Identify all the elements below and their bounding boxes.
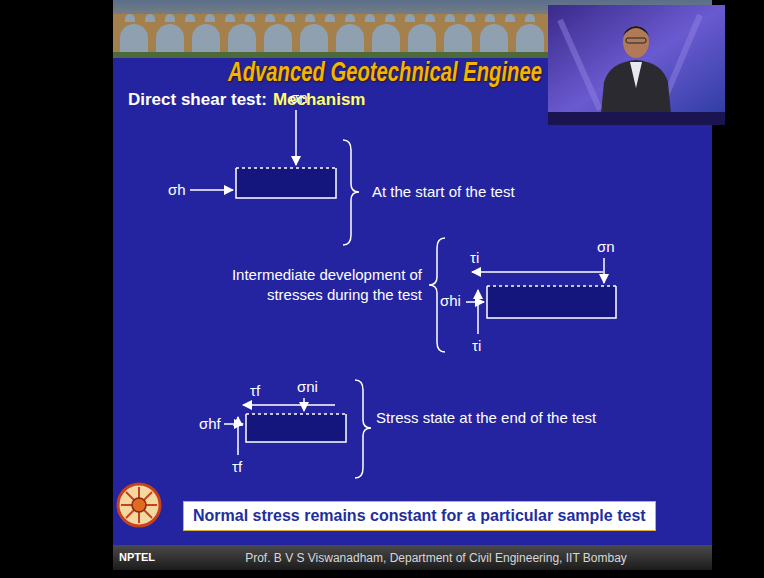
stress-symbol: τi — [470, 249, 479, 267]
stress-symbol: σn — [290, 89, 308, 107]
stress-symbol: σh — [168, 181, 186, 199]
stage-note: Stress state at the end of the test — [376, 408, 601, 428]
stress-symbol: σni — [297, 378, 318, 396]
slide-heading: Direct shear test: — [128, 90, 267, 110]
footer-credit: Prof. B V S Viswanadham, Department of C… — [160, 550, 712, 566]
stage-note: Intermediate development of stresses dur… — [197, 265, 422, 305]
slide-heading-highlight: Mechanism — [273, 90, 366, 110]
nptel-logo — [118, 484, 160, 526]
stress-symbol: σhi — [440, 292, 461, 310]
presenter-video — [548, 5, 725, 125]
stress-symbol: τi — [472, 337, 481, 355]
sample-intermediate — [429, 238, 616, 352]
sample-start — [190, 110, 359, 245]
stress-symbol: τf — [232, 458, 242, 476]
slide-ground — [113, 0, 712, 570]
logo-caption: NPTEL — [119, 550, 155, 564]
note-text: Normal stress remains constant for a par… — [193, 506, 646, 526]
note-box: Normal stress remains constant for a par… — [183, 501, 656, 531]
stress-symbol: τf — [250, 382, 260, 400]
footer-band — [113, 545, 712, 570]
stress-symbol: σhf — [199, 415, 221, 433]
course-banner-title: Advanced Geotechnical Enginee — [228, 56, 542, 88]
stage-note: At the start of the test — [372, 183, 515, 201]
stress-symbol: σn — [597, 238, 615, 256]
